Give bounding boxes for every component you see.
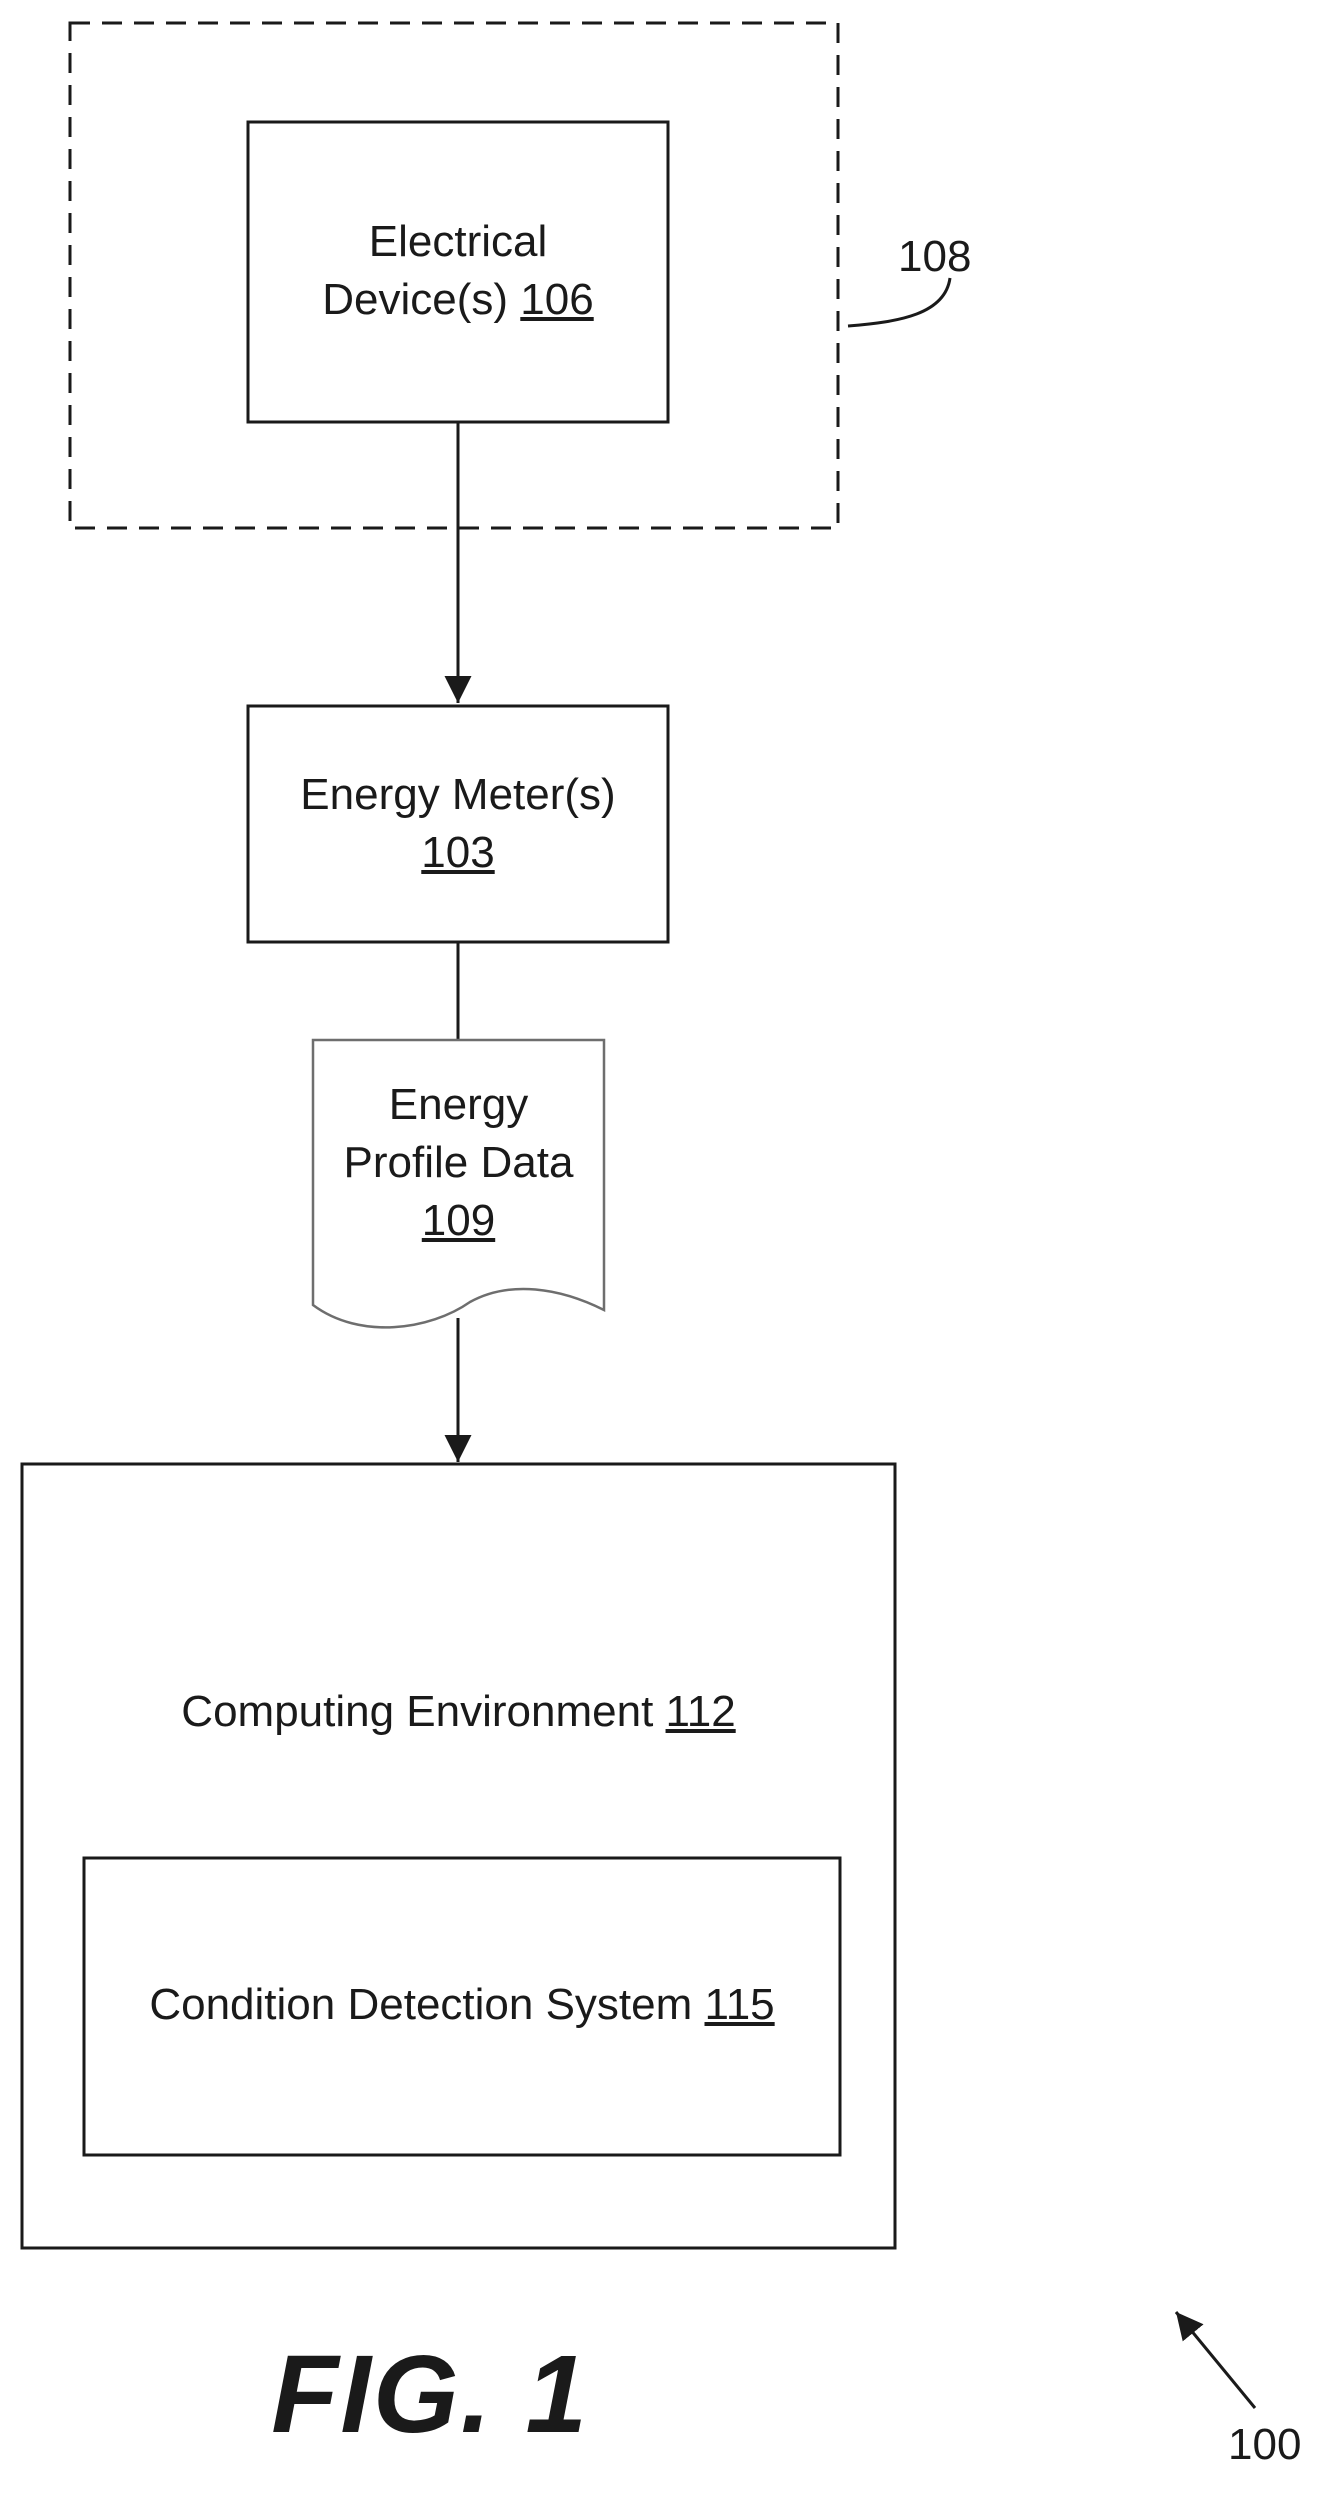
electrical-device-label: Electrical Device(s) 106 <box>248 213 668 329</box>
energy-profile-data-ref: 109 <box>313 1192 604 1250</box>
energy-profile-data-line2: Profile Data <box>313 1134 604 1192</box>
computing-environment-box <box>22 1464 895 2248</box>
callout-108-leader <box>848 278 950 326</box>
condition-detection-system-text: Condition Detection System <box>149 1980 704 2029</box>
electrical-device-line2-text: Device(s) <box>322 275 520 324</box>
energy-profile-data-label: Energy Profile Data 109 <box>313 1076 604 1250</box>
condition-detection-system-line: Condition Detection System 115 <box>84 1976 840 2034</box>
figure-caption: FIG. 1 <box>250 2330 610 2460</box>
figure-100-arrow <box>1176 2312 1255 2408</box>
energy-meter-line1: Energy Meter(s) <box>248 766 668 824</box>
electrical-device-line1: Electrical <box>248 213 668 271</box>
computing-environment-text: Computing Environment <box>181 1687 665 1736</box>
energy-meter-label: Energy Meter(s) 103 <box>248 766 668 882</box>
electrical-device-ref: 106 <box>520 275 593 324</box>
computing-environment-label: Computing Environment 112 <box>22 1683 895 1741</box>
computing-environment-line: Computing Environment 112 <box>22 1683 895 1741</box>
computing-environment-ref: 112 <box>666 1687 736 1736</box>
condition-detection-system-label: Condition Detection System 115 <box>84 1976 840 2034</box>
callout-108-label: 108 <box>898 232 971 282</box>
figure-ref-100-label: 100 <box>1228 2420 1301 2470</box>
energy-profile-data-line1: Energy <box>313 1076 604 1134</box>
electrical-device-line2: Device(s) 106 <box>248 271 668 329</box>
energy-meter-ref: 103 <box>248 824 668 882</box>
condition-detection-system-ref: 115 <box>705 1980 775 2029</box>
